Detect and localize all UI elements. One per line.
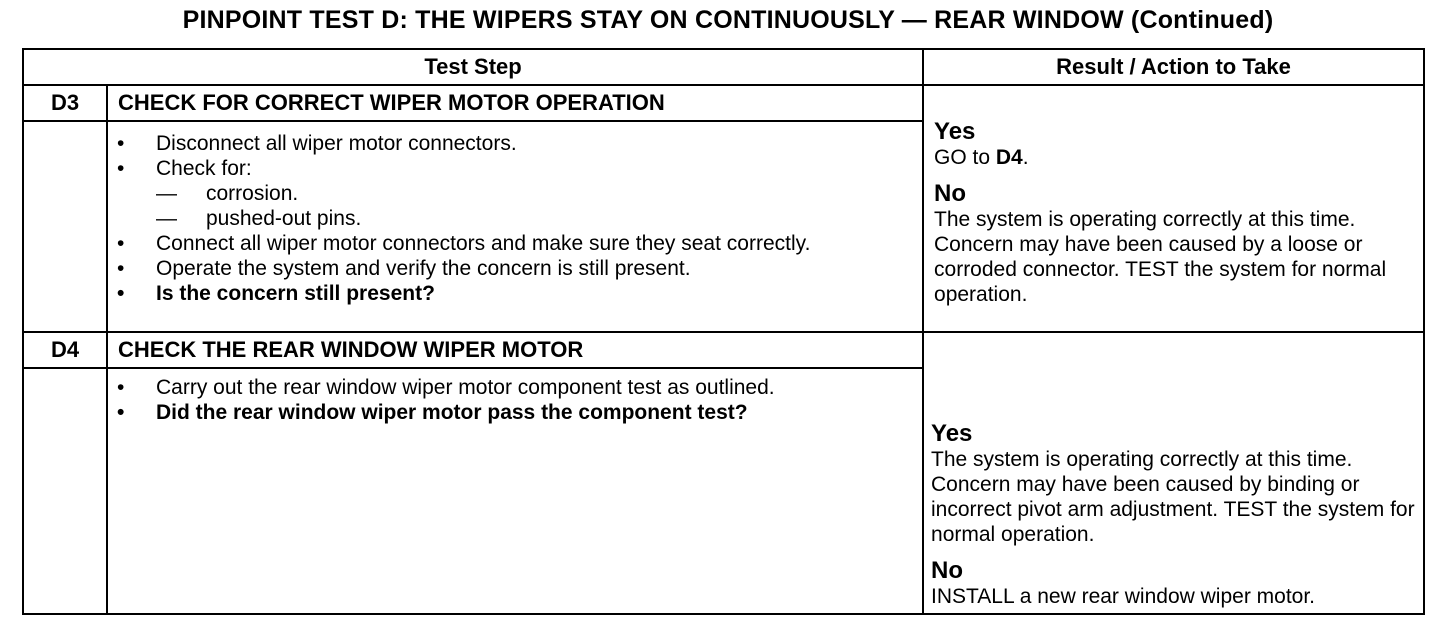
step-title-d3: CHECK FOR CORRECT WIPER MOTOR OPERATION [105, 84, 925, 122]
header-result: Result / Action to Take [922, 48, 1426, 86]
result-cell-d4: Yes The system is operating correctly at… [922, 331, 1426, 615]
yes-action-d4: The system is operating correctly at thi… [931, 448, 1415, 546]
yes-label-d4: Yes [931, 420, 973, 447]
list-item-question: •Is the concern still present? [117, 282, 435, 305]
result-cell-d3: Yes GO to D4. No The system is operating… [922, 84, 1426, 333]
step-title-row-d4: D4 CHECK THE REAR WINDOW WIPER MOTOR Yes… [22, 331, 1426, 615]
step-id-d3: D3 [22, 84, 108, 122]
list-item: •Disconnect all wiper motor connectors. [117, 132, 517, 155]
list-item: •Carry out the rear window wiper motor c… [117, 376, 775, 399]
step-id-d4: D4 [22, 331, 108, 369]
sub-list-item: —corrosion. [156, 182, 299, 205]
list-item: •Operate the system and verify the conce… [117, 257, 691, 280]
no-label-d3: No [934, 180, 967, 207]
page-title: PINPOINT TEST D: THE WIPERS STAY ON CONT… [182, 6, 1274, 34]
yes-label-d3: Yes [934, 118, 976, 145]
pinpoint-test-table: Test Step Result / Action to Take D3 CHE… [21, 48, 1426, 615]
step-title-d4: CHECK THE REAR WINDOW WIPER MOTOR [105, 331, 925, 369]
step-body-d4: •Carry out the rear window wiper motor c… [105, 367, 925, 615]
yes-action-d3: GO to D4. [934, 146, 1029, 169]
step-title-row-d3: D3 CHECK FOR CORRECT WIPER MOTOR OPERATI… [22, 84, 1426, 333]
step-body-row-d4: •Carry out the rear window wiper motor c… [22, 367, 1424, 615]
list-item-question: •Did the rear window wiper motor pass th… [117, 401, 748, 424]
table-header-row: Test Step Result / Action to Take [21, 48, 1426, 86]
no-label-d4: No [931, 557, 964, 584]
no-action-d4: INSTALL a new rear window wiper motor. [931, 585, 1316, 608]
sub-list-item: —pushed-out pins. [156, 207, 362, 230]
step-body-d3: •Disconnect all wiper motor connectors. … [105, 120, 925, 333]
header-test-step: Test Step [21, 48, 925, 86]
list-item: •Connect all wiper motor connectors and … [117, 232, 811, 255]
step-body-row-d3: •Disconnect all wiper motor connectors. … [22, 120, 1424, 333]
no-action-d3: The system is operating correctly at thi… [934, 208, 1387, 306]
list-item: •Check for: —corrosion. —pushed-out pins… [108, 156, 922, 231]
